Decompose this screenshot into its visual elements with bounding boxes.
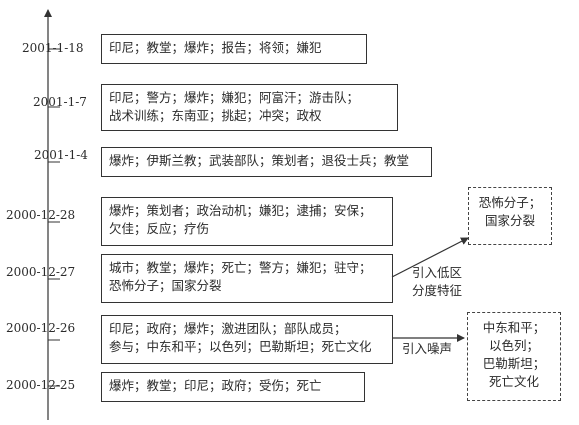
target-line: 恐怖分子； bbox=[478, 195, 542, 210]
target-line: 死亡文化 bbox=[488, 374, 539, 389]
date-label: 2001-1-18 bbox=[22, 41, 84, 55]
keyword-line: 爆炸；策划者；政治动机；嫌犯；逮捕；安保； bbox=[109, 203, 372, 218]
annotation-label-low-discrimination: 引入低区 分度特征 bbox=[412, 265, 463, 298]
keyword-box-2001-1-18: 印尼；教堂；爆炸；报告；将领；嫌犯 bbox=[101, 34, 367, 64]
arrow-low-discrimination bbox=[391, 237, 469, 278]
keyword-line: 城市；教堂；爆炸；死亡；警方；嫌犯；驻守； bbox=[109, 260, 372, 275]
keyword-line: 恐怖分子；国家分裂 bbox=[109, 278, 222, 293]
keyword-line: 印尼；教堂；爆炸；报告；将领；嫌犯 bbox=[109, 40, 322, 55]
target-line: 以色列； bbox=[488, 338, 539, 353]
keyword-box-2000-12-25: 爆炸；教堂；印尼；政府；受伤；死亡 bbox=[101, 372, 365, 402]
target-box-terrorist: 恐怖分子； 国家分裂 bbox=[468, 187, 552, 245]
keyword-line: 爆炸；伊斯兰教；武装部队；策划者；退役士兵；教堂 bbox=[109, 153, 410, 168]
keyword-line: 战术训练；东南亚；挑起；冲突；政权 bbox=[109, 108, 322, 123]
target-box-noise: 中东和平； 以色列； 巴勒斯坦； 死亡文化 bbox=[467, 312, 561, 401]
target-line: 中东和平； bbox=[482, 320, 546, 335]
keyword-line: 印尼；政府；爆炸；激进团队；部队成员； bbox=[109, 321, 347, 336]
date-label: 2001-1-7 bbox=[33, 95, 87, 109]
keyword-box-2000-12-28: 爆炸；策划者；政治动机；嫌犯；逮捕；安保； 欠佳；反应；疗伤 bbox=[101, 197, 393, 246]
date-label: 2000-12-27 bbox=[6, 265, 76, 279]
target-line: 巴勒斯坦； bbox=[482, 356, 546, 371]
annotation-label-noise: 引入噪声 bbox=[402, 341, 453, 356]
date-label: 2000-12-28 bbox=[6, 208, 76, 222]
date-label: 2000-12-25 bbox=[6, 378, 76, 392]
keyword-box-2001-1-4: 爆炸；伊斯兰教；武装部队；策划者；退役士兵；教堂 bbox=[101, 147, 432, 177]
keyword-box-2001-1-7: 印尼；警方；爆炸；嫌犯；阿富汗；游击队； 战术训练；东南亚；挑起；冲突；政权 bbox=[101, 84, 398, 131]
keyword-line: 爆炸；教堂；印尼；政府；受伤；死亡 bbox=[109, 378, 322, 393]
keyword-line: 欠佳；反应；疗伤 bbox=[109, 221, 210, 236]
target-line: 国家分裂 bbox=[484, 213, 535, 228]
keyword-box-2000-12-27: 城市；教堂；爆炸；死亡；警方；嫌犯；驻守； 恐怖分子；国家分裂 bbox=[101, 254, 393, 303]
date-label: 2001-1-4 bbox=[34, 148, 88, 162]
keyword-line: 印尼；警方；爆炸；嫌犯；阿富汗；游击队； bbox=[109, 90, 360, 105]
date-label: 2000-12-26 bbox=[6, 321, 76, 335]
keyword-line: 参与；中东和平；以色列；巴勒斯坦；死亡文化 bbox=[109, 339, 372, 354]
keyword-box-2000-12-26: 印尼；政府；爆炸；激进团队；部队成员； 参与；中东和平；以色列；巴勒斯坦；死亡文… bbox=[101, 315, 393, 364]
